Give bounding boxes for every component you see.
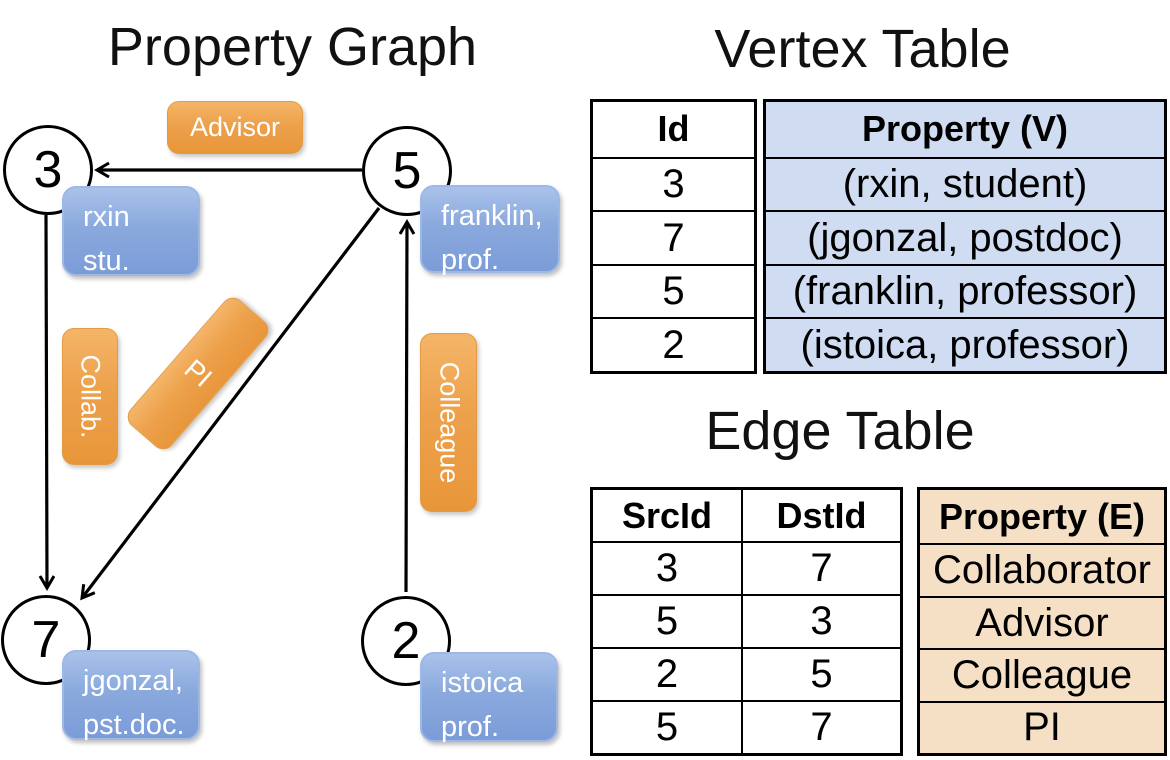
edge-table-row: 5 3 xyxy=(593,596,900,649)
node-property-line: jgonzal, xyxy=(83,665,183,697)
edge-src-cell: 3 xyxy=(593,543,743,594)
edge-property-cell: Collaborator xyxy=(920,545,1164,598)
node-id: 2 xyxy=(391,612,421,670)
edge-src-cell: 2 xyxy=(593,649,743,700)
property-graph-title: Property Graph xyxy=(107,17,478,77)
vertex-table-id-column: Id 3 7 5 2 xyxy=(590,99,757,374)
node-id: 5 xyxy=(392,142,422,200)
node-property-box-7: jgonzal, pst.doc. xyxy=(62,650,200,741)
vertex-property-cell: (jgonzal, postdoc) xyxy=(766,212,1164,266)
node-property-line: franklin, xyxy=(441,200,543,232)
vertex-table-property-column: Property (V) (rxin, student) (jgonzal, p… xyxy=(763,99,1167,374)
node-circle-2: 2 xyxy=(361,596,451,686)
edge-table-header-row: SrcId DstId xyxy=(593,490,900,543)
edge-label-collab: Collab. xyxy=(62,328,118,465)
node-property-line: rxin xyxy=(83,201,130,233)
graph-edges-svg xyxy=(0,0,585,760)
column-header-srcid: SrcId xyxy=(593,490,743,541)
edge-colleague-arrow xyxy=(406,222,407,593)
edge-dst-cell: 7 xyxy=(810,546,833,590)
edge-property-cell: PI xyxy=(920,702,1164,753)
vertex-id-cell: 5 xyxy=(593,266,754,320)
edge-table: SrcId DstId 3 7 5 3 2 5 5 7 Property (E)… xyxy=(590,487,1167,756)
edge-label-text: Advisor xyxy=(189,112,281,142)
column-header-property-v: Property (V) xyxy=(766,102,1164,159)
edge-table-property-column: Property (E) Collaborator Advisor Collea… xyxy=(917,487,1167,756)
node-property-line: stu. xyxy=(83,245,130,277)
edge-table-title: Edge Table xyxy=(705,401,975,461)
vertex-property-cell: (rxin, student) xyxy=(766,158,1164,213)
vertex-property-cell: (franklin, professor) xyxy=(766,265,1164,320)
edge-dst-cell: 7 xyxy=(810,705,833,749)
vertex-id-cell: 7 xyxy=(593,212,754,266)
vertex-id-cell: 2 xyxy=(662,322,685,367)
node-circle-5: 5 xyxy=(362,126,452,216)
column-header-property-e: Property (E) xyxy=(920,490,1164,546)
node-property-line: prof. xyxy=(441,244,500,276)
column-header-dstid: DstId xyxy=(776,494,867,536)
node-property-box-2: istoica prof. xyxy=(420,652,558,743)
edge-label-text: Colleague xyxy=(434,361,464,484)
node-property-box-5: franklin, prof. xyxy=(420,185,560,276)
node-id: 7 xyxy=(31,611,61,669)
edge-property-cell: Advisor xyxy=(920,597,1164,651)
node-property-line: prof. xyxy=(441,711,500,743)
node-property-line: pst.doc. xyxy=(83,709,185,741)
vertex-property-cell: (istoica, professor) xyxy=(766,319,1164,371)
edge-collab-arrow xyxy=(46,214,47,588)
vertex-id-cell: 3 xyxy=(593,159,754,213)
edge-src-cell: 5 xyxy=(593,596,743,647)
edge-dst-cell: 5 xyxy=(810,652,833,696)
edge-table-row: 5 7 xyxy=(593,702,900,753)
edge-src-cell: 5 xyxy=(593,702,743,753)
edge-pi-arrow xyxy=(82,207,381,598)
vertex-table-title: Vertex Table xyxy=(714,19,1011,79)
edge-table-row: 3 7 xyxy=(593,543,900,596)
edge-label-text: Collab. xyxy=(75,354,106,439)
node-property-box-3: rxin stu. xyxy=(62,186,200,277)
vertex-table: Id 3 7 5 2 Property (V) (rxin, student) … xyxy=(590,99,1167,374)
node-id: 3 xyxy=(33,141,63,199)
edge-table-id-columns: SrcId DstId 3 7 5 3 2 5 5 7 xyxy=(590,487,903,756)
column-header-id: Id xyxy=(593,102,754,159)
edge-label-advisor: Advisor xyxy=(167,101,303,154)
edge-property-cell: Colleague xyxy=(920,650,1164,703)
node-property-line: istoica xyxy=(441,667,524,699)
edge-table-row: 2 5 xyxy=(593,649,900,702)
edge-label-text: PI xyxy=(178,353,218,393)
edge-label-colleague: Colleague xyxy=(420,333,477,512)
edge-dst-cell: 3 xyxy=(810,599,833,643)
